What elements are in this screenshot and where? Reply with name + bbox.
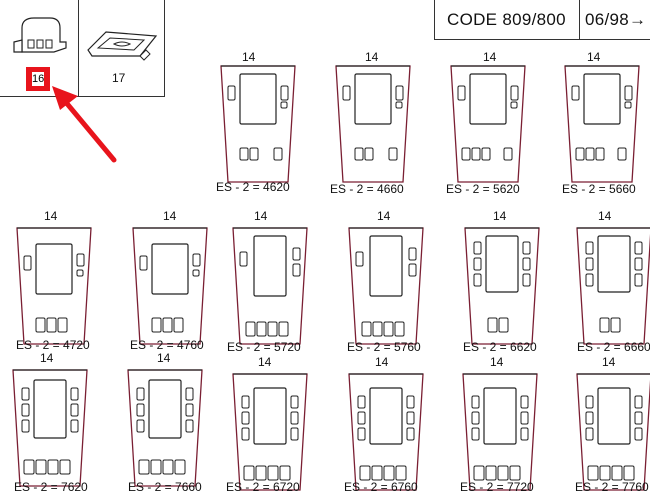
code-label: CODE 809/800 [447,10,566,29]
console-panel-drawing[interactable] [14,226,94,346]
panel-code-label: ES - 2 = 6620 [463,340,537,354]
console-panel-drawing[interactable] [130,226,210,346]
panel-code-label: ES - 2 = 6660 [577,340,650,354]
date-label: 06/98→ [585,10,646,30]
console-panel-drawing[interactable] [448,64,528,184]
panel-part-number: 14 [163,209,177,223]
console-panel-drawing[interactable] [462,226,542,346]
panel-part-number: 14 [365,50,379,64]
panel-part-number: 14 [587,50,601,64]
date-text: 06/98 [585,10,630,29]
panel-code-label: ES - 2 = 6720 [226,480,300,494]
panel-code-label: ES - 2 = 5760 [347,340,421,354]
panel-part-number: 14 [242,50,256,64]
console-panel-drawing[interactable] [230,226,310,346]
panel-part-number: 14 [490,355,504,369]
panel-part-number: 14 [157,351,171,365]
thumbnail-number-17: 17 [112,71,126,85]
console-panel-drawing[interactable] [230,372,310,492]
panel-code-label: ES - 2 = 7760 [575,480,649,494]
console-panel-drawing[interactable] [346,372,426,492]
thumbnail-box-17[interactable] [78,0,165,97]
panel-part-number: 14 [483,50,497,64]
panel-code-label: ES - 2 = 4660 [330,182,404,196]
callout-number: 16 [32,72,45,86]
panel-code-label: ES - 2 = 7720 [460,480,534,494]
console-panel-drawing[interactable] [346,226,426,346]
panel-part-number: 14 [598,209,612,223]
panel-code-label: ES - 2 = 6760 [344,480,418,494]
console-panel-drawing[interactable] [574,226,650,346]
panel-part-number: 14 [254,209,268,223]
panel-code-label: ES - 2 = 4760 [130,338,204,352]
panel-part-number: 14 [377,209,391,223]
console-panel-drawing[interactable] [125,368,205,488]
console-panel-drawing[interactable] [460,372,540,492]
console-panel-drawing[interactable] [574,372,650,492]
console-panel-drawing[interactable] [333,64,413,184]
arrow-right-icon: → [629,10,647,29]
console-panel-drawing[interactable] [10,368,90,488]
console-panel-drawing[interactable] [218,64,298,184]
panel-part-number: 14 [44,209,58,223]
panel-code-label: ES - 2 = 7660 [128,480,202,494]
panel-code-label: ES - 2 = 7620 [14,480,88,494]
console-panel-drawing[interactable] [562,64,642,184]
panel-part-number: 14 [493,209,507,223]
date-header-box [579,0,650,40]
panel-part-number: 14 [375,355,389,369]
panel-code-label: ES - 2 = 4620 [216,180,290,194]
panel-part-number: 14 [602,355,616,369]
panel-code-label: ES - 2 = 5720 [227,340,301,354]
panel-code-label: ES - 2 = 5620 [446,182,520,196]
panel-code-label: ES - 2 = 5660 [562,182,636,196]
panel-part-number: 14 [40,351,54,365]
panel-part-number: 14 [258,355,272,369]
callout-badge-16[interactable]: 16 [26,67,50,91]
panel-code-label: ES - 2 = 4720 [16,338,90,352]
console-mat-icon [87,31,158,61]
pointer-arrow-icon [52,86,117,163]
console-tray-icon [13,17,67,53]
